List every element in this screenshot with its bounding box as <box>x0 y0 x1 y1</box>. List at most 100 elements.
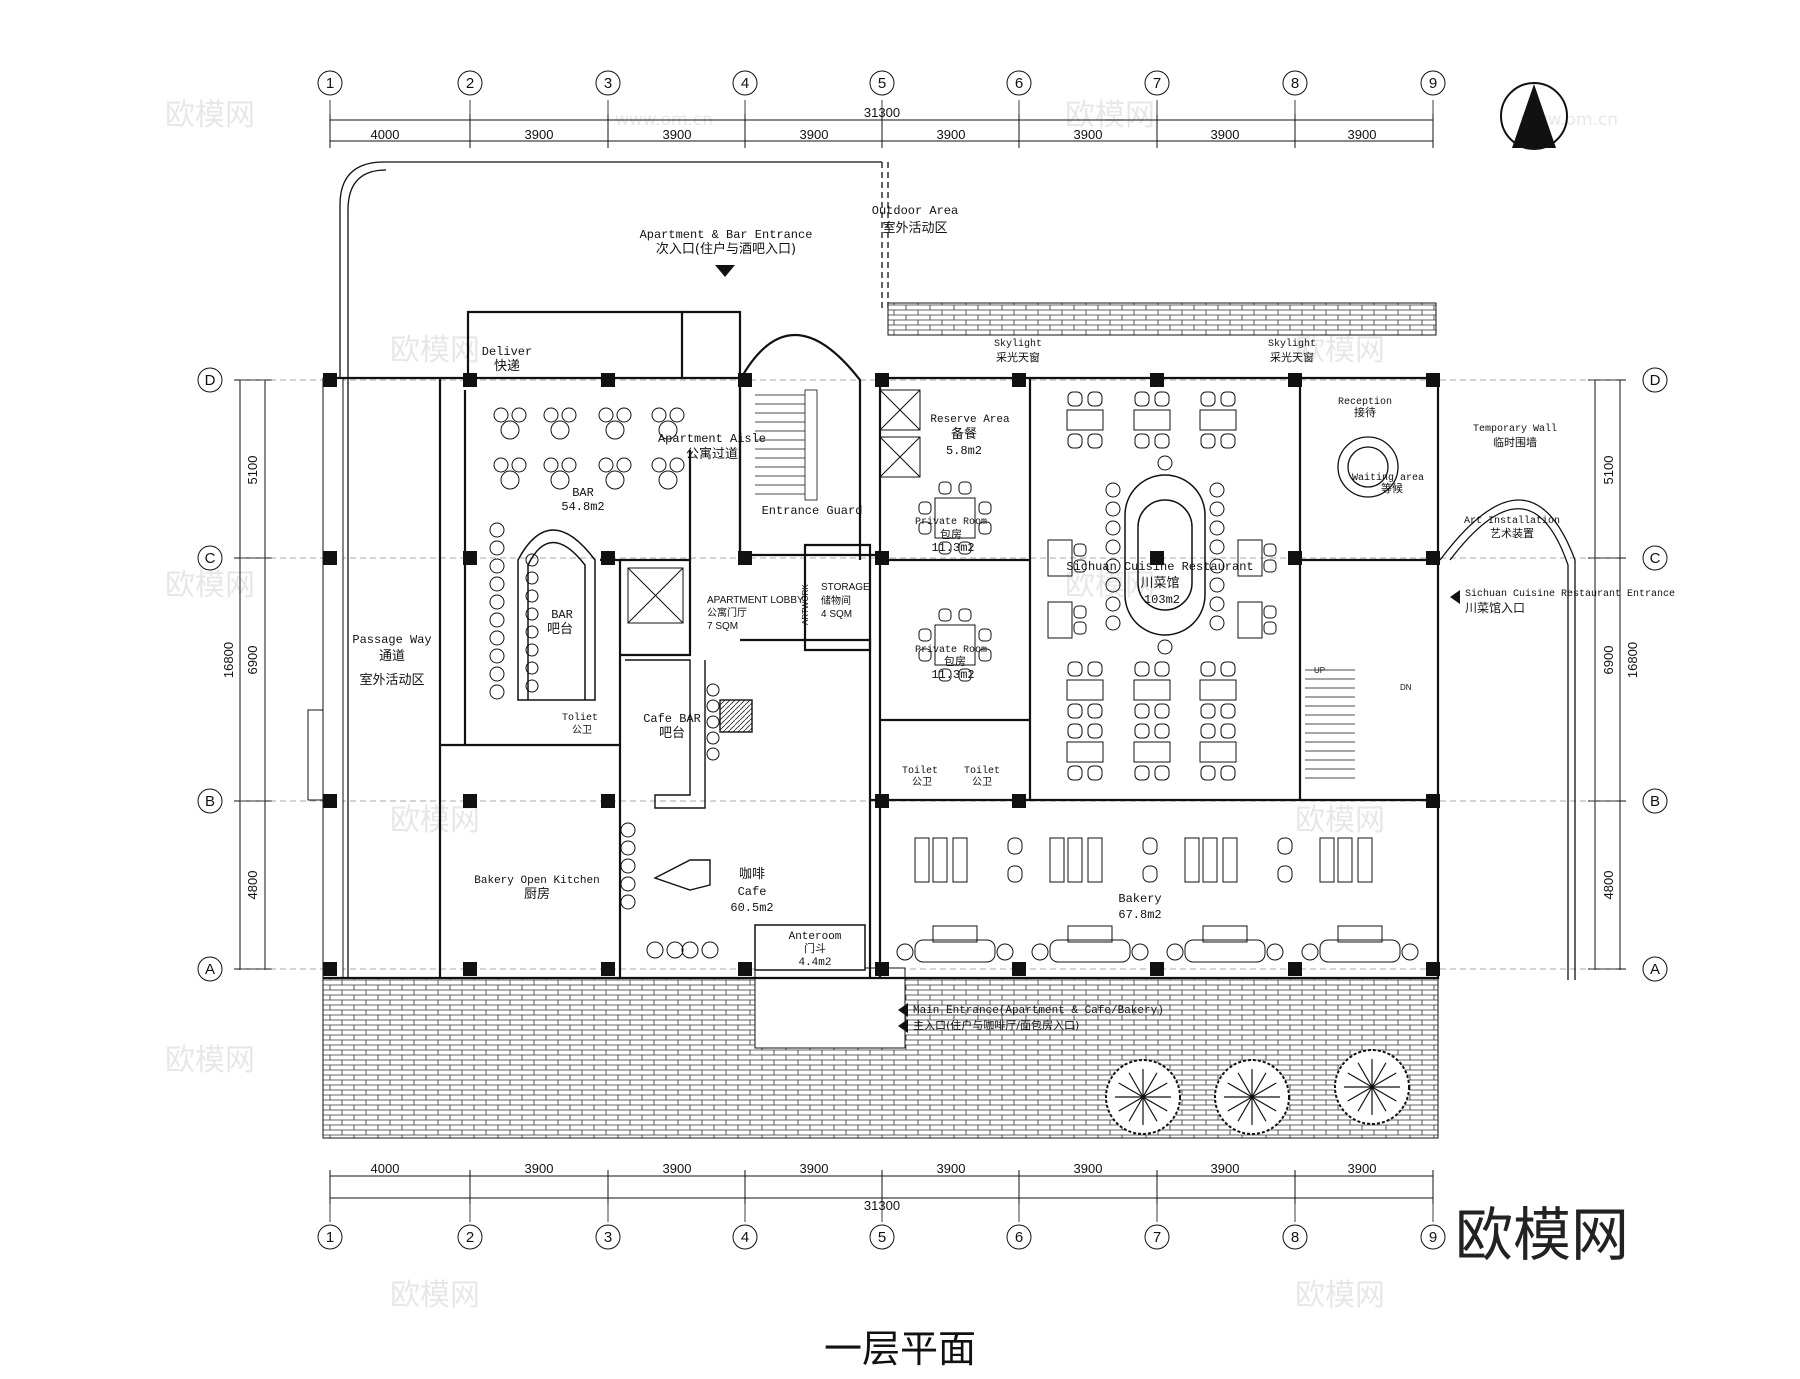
label-waiting-area: Waiting area <box>1352 472 1424 484</box>
booth-seat <box>1184 837 1200 883</box>
chair <box>1087 661 1103 677</box>
chair <box>1105 539 1121 555</box>
label-toilet-small: Toliet <box>562 712 598 724</box>
label-reception-cn: 接待 <box>1354 405 1376 419</box>
chair <box>543 407 559 423</box>
axis-label: 4 <box>741 1229 749 1246</box>
label-deliver-cn: 快递 <box>494 359 520 374</box>
stair-rail <box>804 389 818 501</box>
bar-stool <box>489 612 505 628</box>
bar-stool <box>706 683 720 697</box>
column <box>738 551 752 565</box>
axis-label: 5 <box>878 1229 886 1246</box>
dim-span-3: 3900 <box>663 127 692 142</box>
chair <box>561 457 577 473</box>
north-arrow-icon <box>1500 82 1568 150</box>
chair <box>1220 765 1236 781</box>
label-bar-size: 54.8m2 <box>561 500 604 514</box>
column <box>1288 551 1302 565</box>
chair <box>1200 661 1216 677</box>
label-art-installation: Art Installation <box>1464 515 1560 527</box>
tree-branch <box>1142 1082 1168 1098</box>
table <box>1199 409 1237 431</box>
chair <box>958 481 972 495</box>
tree-branch <box>1251 1082 1277 1098</box>
booth-seat <box>1319 837 1335 883</box>
booth-seat <box>1087 837 1103 883</box>
table <box>658 470 678 490</box>
dim-span-1: 4000 <box>371 127 400 142</box>
structural-columns <box>323 373 1440 976</box>
chair <box>669 407 685 423</box>
label-bar-counter-cn: 吧台 <box>547 622 573 637</box>
entrance-arrow-icon <box>715 265 735 277</box>
tree-branch <box>1371 1086 1397 1102</box>
watermark: 欧模网 <box>390 1278 480 1313</box>
chair <box>543 457 559 473</box>
chair <box>978 521 992 535</box>
bar-stool <box>706 731 720 745</box>
brick-wall <box>887 302 1437 336</box>
table <box>1067 925 1113 943</box>
bar-stool <box>706 699 720 713</box>
table <box>1133 409 1171 431</box>
chair <box>1209 482 1225 498</box>
grid-lines <box>240 379 1620 970</box>
table <box>932 925 978 943</box>
chair <box>616 457 632 473</box>
chair <box>996 943 1014 961</box>
axis-bubble <box>595 1224 621 1250</box>
dim-span-2-bottom: 3900 <box>525 1161 554 1176</box>
column <box>323 794 337 808</box>
building-walls <box>323 310 1440 980</box>
chair <box>1087 433 1103 449</box>
chair <box>493 407 509 423</box>
sofa <box>1184 939 1266 963</box>
booth-seat <box>914 837 930 883</box>
table <box>934 624 976 666</box>
label-private-room-1-size: 11.3m2 <box>931 541 974 555</box>
chair <box>1073 559 1087 573</box>
chair <box>1154 661 1170 677</box>
label-main-entrance: Main Entrance(Apartment & Cafe/Bakery) <box>913 1005 1164 1017</box>
column <box>1426 962 1440 976</box>
watermarks: 欧模网 www.om.cn 欧模网 www.om.cn 欧模网 欧模网 欧模网 … <box>165 98 1618 1313</box>
chair <box>1087 723 1103 739</box>
column <box>1426 551 1440 565</box>
chair <box>1134 433 1150 449</box>
dim-total-bottom: 31300 <box>864 1198 900 1213</box>
label-storage-cn: 储物间 <box>821 594 851 607</box>
tree-branch <box>1251 1096 1267 1122</box>
label-artwork: ARTWORK <box>801 584 810 625</box>
reception-desk <box>1337 436 1399 498</box>
chair <box>1209 539 1225 555</box>
dim-span-7-bottom: 3900 <box>1211 1161 1240 1176</box>
chair <box>958 668 972 682</box>
label-art-installation-cn: 艺术装置 <box>1490 527 1534 540</box>
chair <box>681 941 699 959</box>
dim-span-5-bottom: 3900 <box>937 1161 966 1176</box>
column <box>1288 373 1302 387</box>
label-cafe: Cafe <box>738 885 767 899</box>
label-cafe-bar: Cafe BAR <box>643 712 701 726</box>
axis-label: 1 <box>326 75 334 92</box>
tree-branch <box>1128 1096 1144 1122</box>
chair <box>1154 723 1170 739</box>
chair <box>1277 837 1293 855</box>
label-private-room-2-cn: 包房 <box>944 655 966 668</box>
chair <box>1105 482 1121 498</box>
axis-bubble <box>1642 367 1668 393</box>
sofa <box>1049 939 1131 963</box>
axis-bubble <box>1642 956 1668 982</box>
chair <box>1154 703 1170 719</box>
watermark: 欧模网 <box>390 803 480 838</box>
axis-bubble <box>1642 788 1668 814</box>
column <box>463 794 477 808</box>
column <box>1012 962 1026 976</box>
axis-bubble <box>197 956 223 982</box>
chair <box>1142 865 1158 883</box>
chair <box>1073 605 1087 619</box>
label-bar: BAR <box>572 486 594 500</box>
table <box>550 420 570 440</box>
